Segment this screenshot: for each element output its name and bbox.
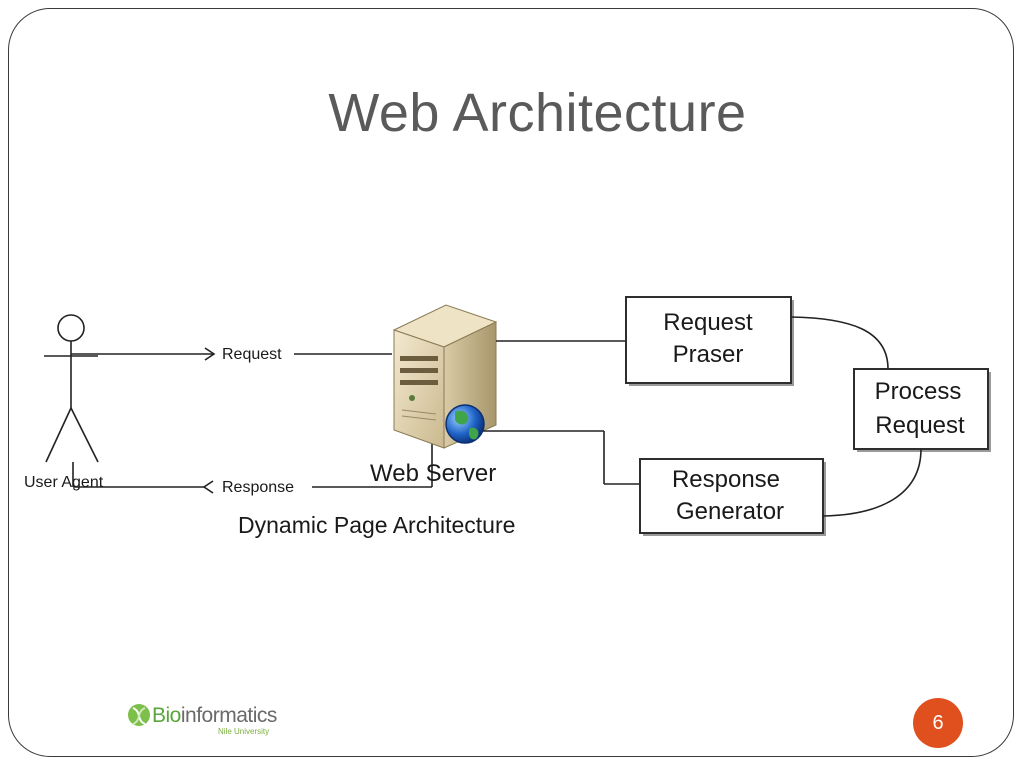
web-server-label: Web Server <box>370 460 496 487</box>
parser-to-process-curve <box>790 316 889 370</box>
response-generator-box: Response Generator <box>639 458 826 536</box>
response-generator-line-1: Response <box>672 466 780 493</box>
request-label: Request <box>222 346 282 363</box>
process-to-generator-curve <box>822 448 922 517</box>
slide-frame <box>8 8 1014 757</box>
request-parser-box: Request Praser <box>625 296 794 386</box>
response-label: Response <box>222 479 294 496</box>
user-agent-figure <box>44 314 99 463</box>
process-request-line-2: Request <box>875 412 965 439</box>
logo-wordmark: Bioinformatics <box>152 704 277 728</box>
logo-subtitle: Nile University <box>218 727 270 736</box>
process-request-box: Process Request <box>853 368 991 452</box>
logo-brand-prefix: Bio <box>152 704 181 727</box>
dna-icon <box>128 704 150 726</box>
process-request-line-1: Process <box>875 378 962 405</box>
response-connector <box>72 442 433 494</box>
request-connector <box>71 347 392 361</box>
response-generator-line-2: Generator <box>676 498 784 525</box>
request-parser-line-1: Request <box>663 309 753 336</box>
logo-brand-suffix: informatics <box>180 704 278 727</box>
globe-icon <box>445 404 485 444</box>
diagram-caption: Dynamic Page Architecture <box>238 512 515 538</box>
server-to-generator-connector <box>483 430 640 485</box>
request-parser-line-2: Praser <box>673 341 744 368</box>
slide-title: Web Architecture <box>328 83 747 143</box>
bioinformatics-logo: Bioinformatics Nile University <box>126 700 286 742</box>
page-number-badge: 6 <box>913 698 963 748</box>
user-agent-label: User Agent <box>24 474 104 491</box>
